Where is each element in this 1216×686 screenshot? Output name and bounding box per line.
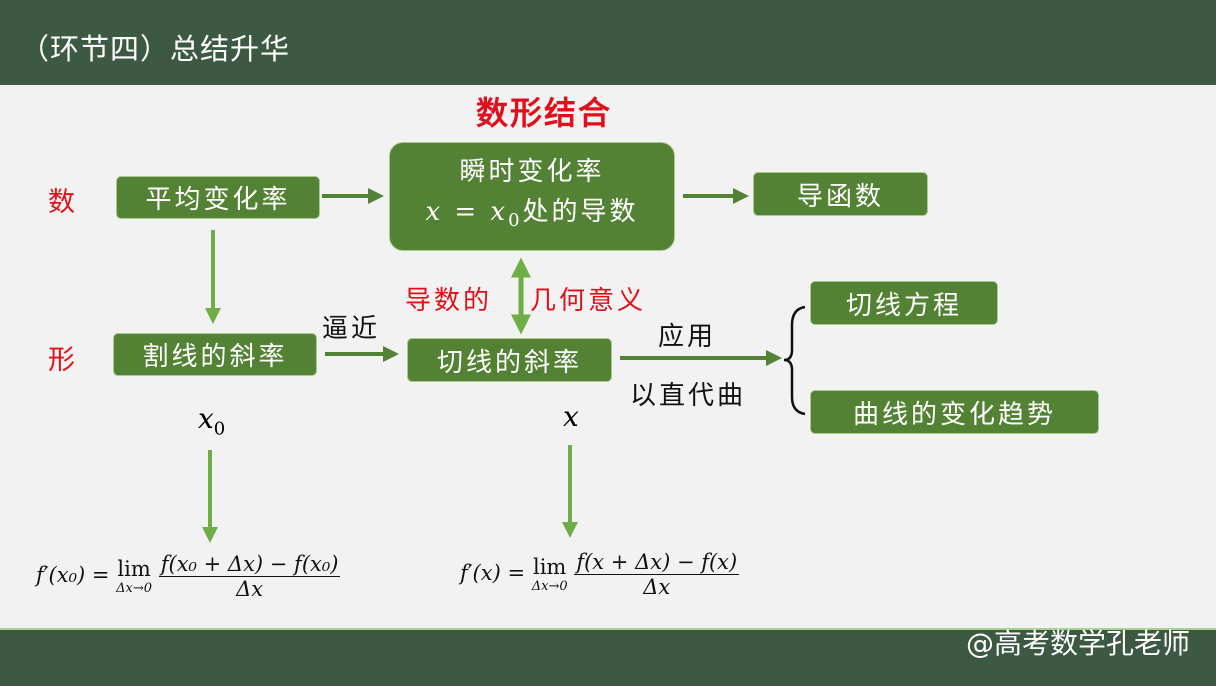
watermark: @高考数学孔老师 xyxy=(965,627,1190,660)
label-x0: x0 xyxy=(198,402,225,440)
brace xyxy=(783,305,806,416)
row-label-shape: 形 xyxy=(48,345,75,376)
main-title: 数形结合 xyxy=(476,94,613,132)
denominator: Δx xyxy=(236,577,264,601)
box-tangent-slope: 切线的斜率 xyxy=(407,338,612,382)
formula-right-lhs: f′(x) = xyxy=(460,561,526,585)
lim-text: lim xyxy=(117,557,151,581)
header-bar xyxy=(0,0,1216,85)
row-label-number: 数 xyxy=(48,187,75,218)
box-tangent-equation: 切线方程 xyxy=(810,281,998,325)
label-geo-right: 几何意义 xyxy=(530,286,647,316)
label-geo-left: 导数的 xyxy=(405,286,493,316)
lim-under: Δx→0 xyxy=(116,581,153,596)
numerator: f(x + Δx) − f(x) xyxy=(574,550,740,575)
label-apply: 应用 xyxy=(658,322,717,352)
formula-left-lhs: f′(x₀) = xyxy=(36,563,110,587)
label-approach: 逼近 xyxy=(322,314,381,344)
derivative-at-point: x = x0处的导数 xyxy=(425,192,638,241)
math-x-eq: x = x xyxy=(425,196,509,227)
slide-title: （环节四）总结升华 xyxy=(20,32,291,66)
box-derivative-function: 导函数 xyxy=(753,172,928,216)
box-curve-trend: 曲线的变化趋势 xyxy=(810,390,1099,434)
x0-sub: 0 xyxy=(213,418,226,440)
derivative-suffix: 处的导数 xyxy=(522,196,639,227)
footer-bar xyxy=(0,628,1216,686)
lim-under: Δx→0 xyxy=(531,579,568,594)
label-x: x xyxy=(563,400,579,433)
box-secant-slope: 割线的斜率 xyxy=(113,333,317,376)
formula-left-fraction: f(x₀ + Δx) − f(x₀)Δx xyxy=(158,552,341,601)
formula-right-fraction: f(x + Δx) − f(x)Δx xyxy=(574,550,740,599)
numerator: f(x₀ + Δx) − f(x₀) xyxy=(158,552,341,577)
box-average-rate: 平均变化率 xyxy=(116,176,320,219)
label-straight-for-curve: 以直代曲 xyxy=(630,381,747,411)
lim-text: lim xyxy=(533,555,567,579)
instant-rate-label: 瞬时变化率 xyxy=(459,156,605,187)
box-instant-rate: 瞬时变化率 x = x0处的导数 xyxy=(389,142,675,251)
math-sub: 0 xyxy=(508,210,523,232)
x0-var: x xyxy=(198,402,214,435)
denominator: Δx xyxy=(643,575,671,599)
